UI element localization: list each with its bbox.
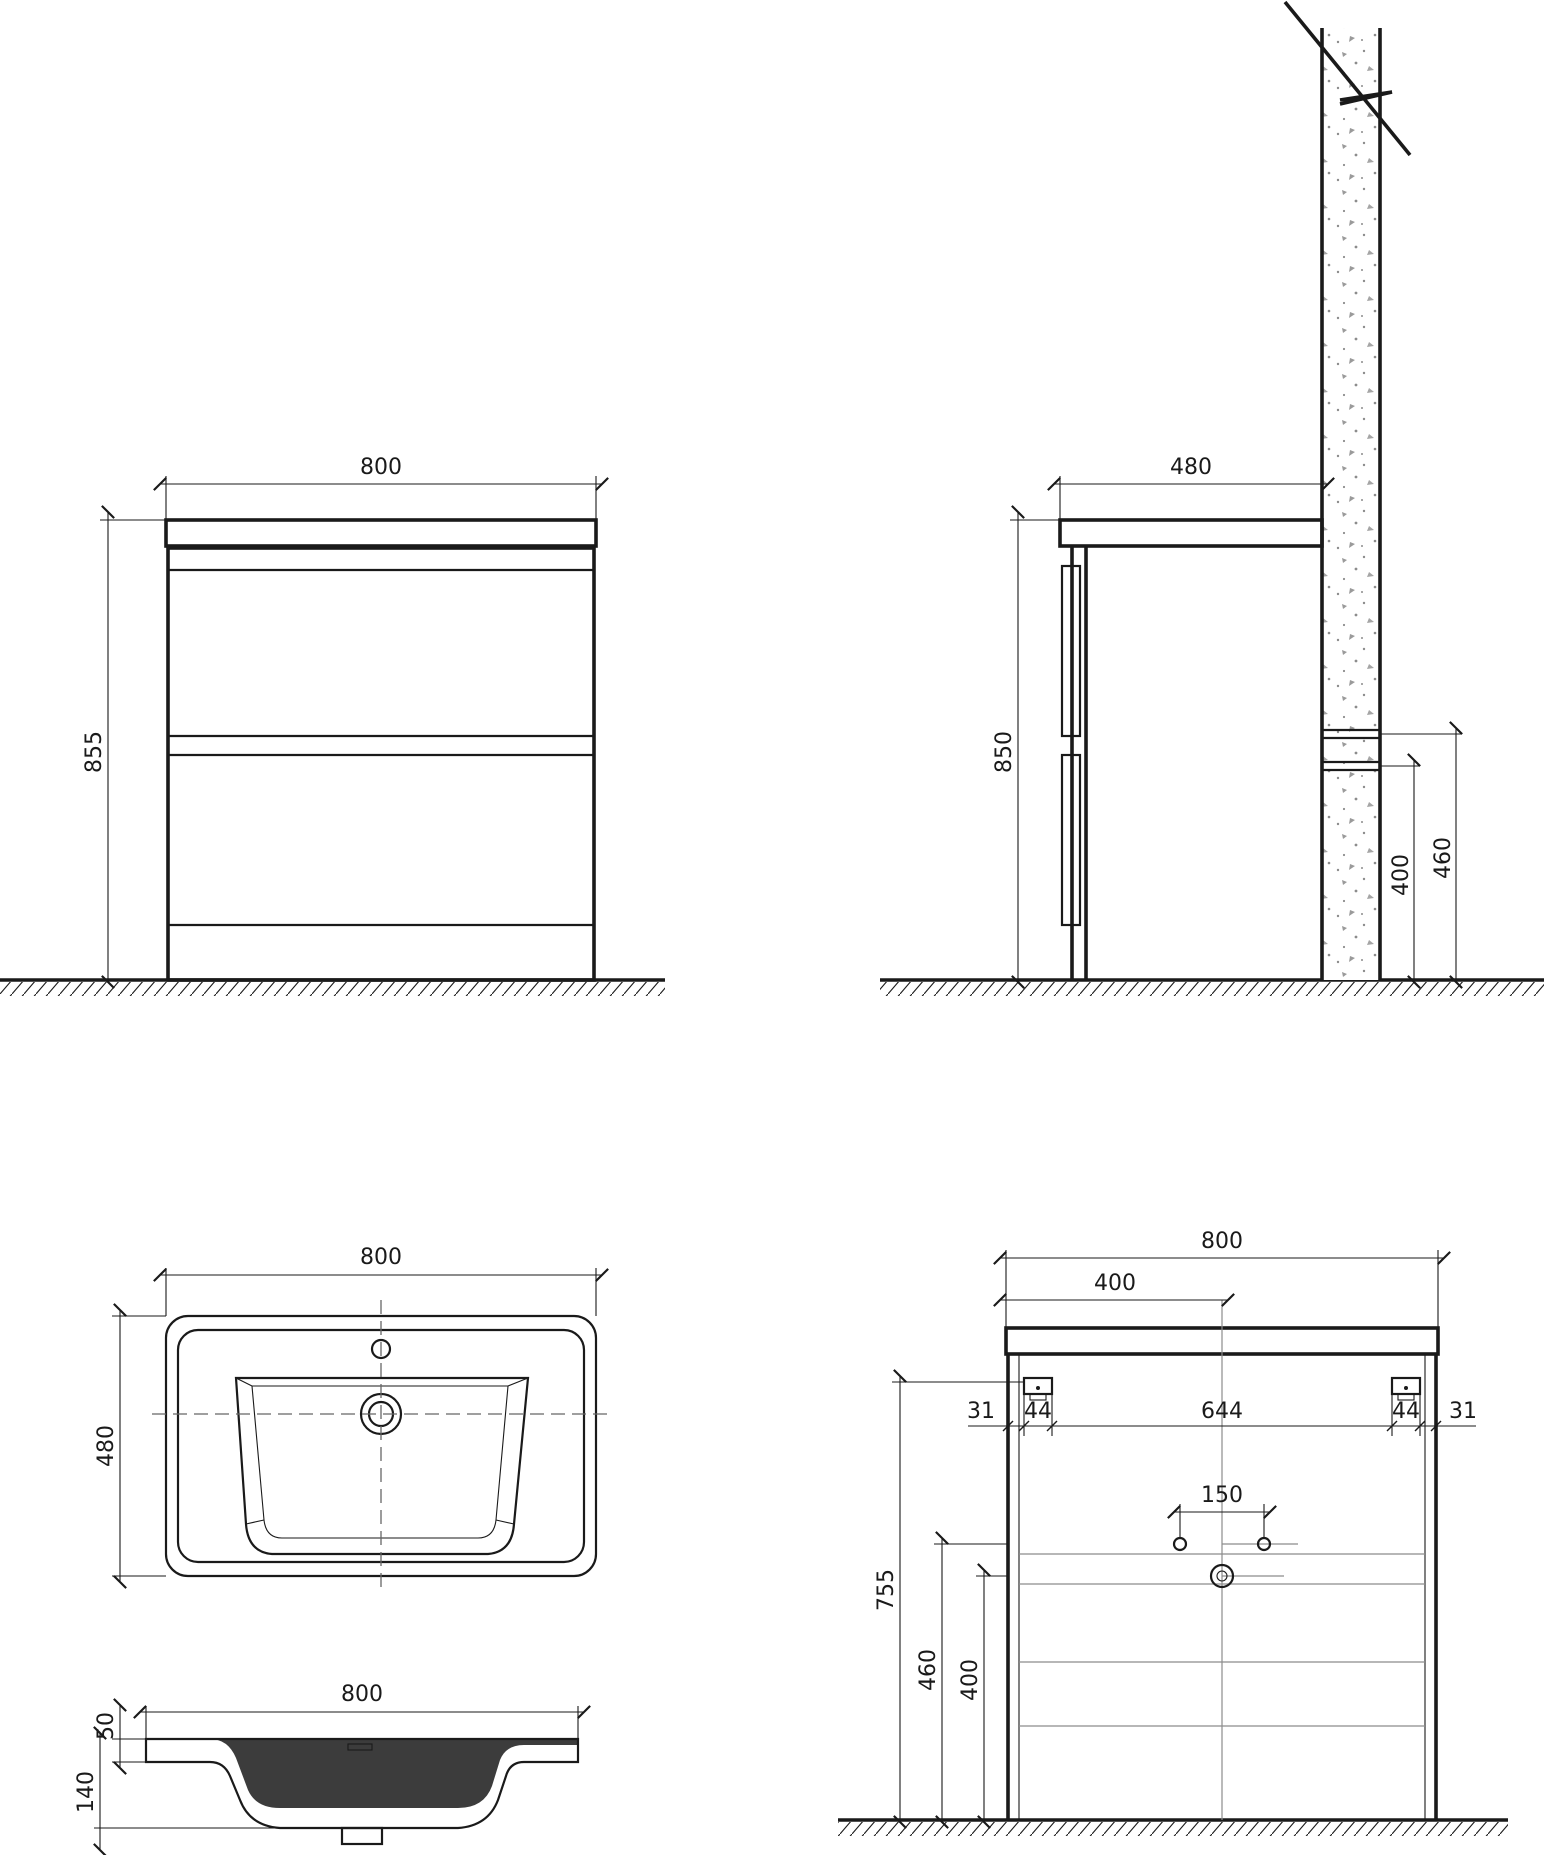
rear-right-edge-dimension: 31 bbox=[1449, 1399, 1477, 1424]
front-width-dimension: 800 bbox=[360, 455, 402, 480]
rear-view: 800 400 31 44 644 44 31 150 755 bbox=[838, 1229, 1508, 1836]
rear-half-width-dimension: 400 bbox=[1094, 1271, 1136, 1296]
supply-hole-left bbox=[1172, 1536, 1188, 1552]
rear-width-dimension: 800 bbox=[1201, 1229, 1243, 1254]
front-view: 800 855 bbox=[0, 455, 665, 996]
cabinet-body bbox=[166, 546, 596, 982]
rear-mount-height-dimension: 755 bbox=[874, 1569, 899, 1611]
section-rim-dimension: 50 bbox=[94, 1712, 119, 1740]
basin-section-outline bbox=[144, 1737, 580, 1830]
floor-hatching bbox=[0, 982, 665, 996]
top-width-dimension: 800 bbox=[360, 1245, 402, 1270]
front-height-dimension: 855 bbox=[82, 731, 107, 773]
rear-supply-height-dimension: 460 bbox=[916, 1649, 941, 1691]
section-width-dimension: 800 bbox=[341, 1682, 383, 1707]
side-supply-height-dimension: 460 bbox=[1431, 837, 1456, 879]
wall-section bbox=[1322, 28, 1380, 980]
side-outlet-height-dimension: 400 bbox=[1389, 854, 1414, 896]
outlet-hole bbox=[1209, 1563, 1235, 1589]
side-view: 480 850 400 460 bbox=[880, 0, 1544, 996]
rear-left-edge-dimension: 31 bbox=[967, 1399, 995, 1424]
rear-left-bracket-dimension: 44 bbox=[1024, 1399, 1052, 1424]
drain-outlet bbox=[340, 1826, 384, 1846]
rear-bracket-span-dimension: 644 bbox=[1201, 1399, 1243, 1424]
side-depth-dimension: 480 bbox=[1170, 455, 1212, 480]
basin-bowl bbox=[234, 1376, 530, 1556]
section-view: 800 50 140 bbox=[74, 1682, 591, 1855]
rear-outlet-height-dimension: 400 bbox=[958, 1659, 983, 1701]
drawer-front-lower bbox=[1060, 753, 1082, 927]
section-depth-dimension: 140 bbox=[74, 1771, 99, 1813]
top-depth-dimension: 480 bbox=[94, 1425, 119, 1467]
side-height-dimension: 850 bbox=[992, 731, 1017, 773]
rear-right-bracket-dimension: 44 bbox=[1392, 1399, 1420, 1424]
wall-break-line bbox=[1283, 0, 1412, 157]
top-view: 800 480 bbox=[94, 1245, 610, 1590]
rear-supply-spacing-dimension: 150 bbox=[1201, 1483, 1243, 1508]
drawer-front-upper bbox=[1060, 564, 1082, 738]
countertop-side bbox=[1058, 518, 1324, 548]
countertop bbox=[164, 518, 598, 548]
faucet-hole bbox=[370, 1338, 392, 1360]
